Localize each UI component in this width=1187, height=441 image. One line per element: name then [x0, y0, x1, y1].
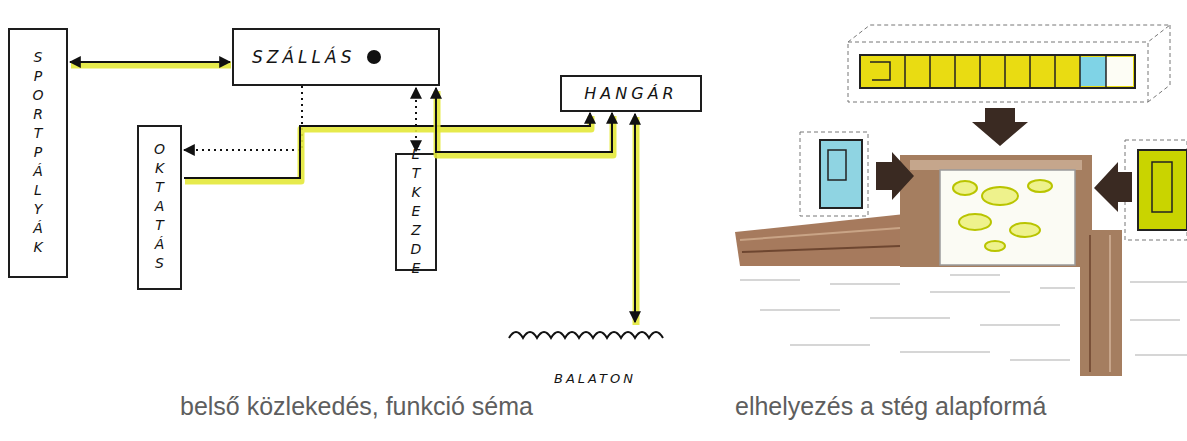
pool [940, 170, 1075, 265]
connector [436, 88, 613, 155]
placement-arrows [876, 108, 1132, 212]
pier [735, 155, 1122, 376]
connector [184, 86, 302, 150]
right-module [1125, 140, 1187, 240]
left-module [800, 132, 868, 216]
highlight-stroke [437, 91, 613, 155]
highlight-stroke [633, 117, 640, 325]
dining-box: ÉTKEZDE [395, 153, 437, 271]
connector [635, 114, 636, 325]
connector-line [436, 88, 612, 152]
highlight-stroke [71, 62, 231, 69]
education-box: OKTATÁS [137, 125, 182, 290]
highlight-stroke [185, 116, 591, 181]
connector-line [184, 113, 590, 178]
connector-line [70, 61, 230, 63]
node-text: ÉTKEZDE [409, 146, 423, 279]
top-module [848, 25, 1170, 102]
connector-line [415, 88, 417, 151]
dot-symbol [367, 50, 381, 64]
wave-line [505, 322, 685, 348]
wave-path [509, 332, 663, 338]
node-text: HANGÁR [584, 84, 677, 103]
connector [416, 88, 417, 151]
lake-label: BALATON [505, 322, 685, 388]
node-text: SPORTPÁLYÁK [31, 49, 45, 258]
connector-line [184, 86, 302, 150]
lodging-box: SZÁLLÁS [232, 28, 440, 86]
connector-line [634, 114, 636, 322]
sketch-caption: belső közlekedés, funkció séma [180, 392, 533, 421]
hangar-box: HANGÁR [560, 75, 702, 112]
sport-fields-box: SPORTPÁLYÁK [8, 28, 68, 278]
node-text: SZÁLLÁS [252, 47, 355, 67]
node-text: OKTATÁS [153, 141, 167, 274]
connector [70, 62, 231, 65]
connector [184, 113, 591, 181]
sketch-caption: elhelyezés a stég alapformá [735, 392, 1046, 421]
node-text: BALATON [554, 371, 636, 388]
